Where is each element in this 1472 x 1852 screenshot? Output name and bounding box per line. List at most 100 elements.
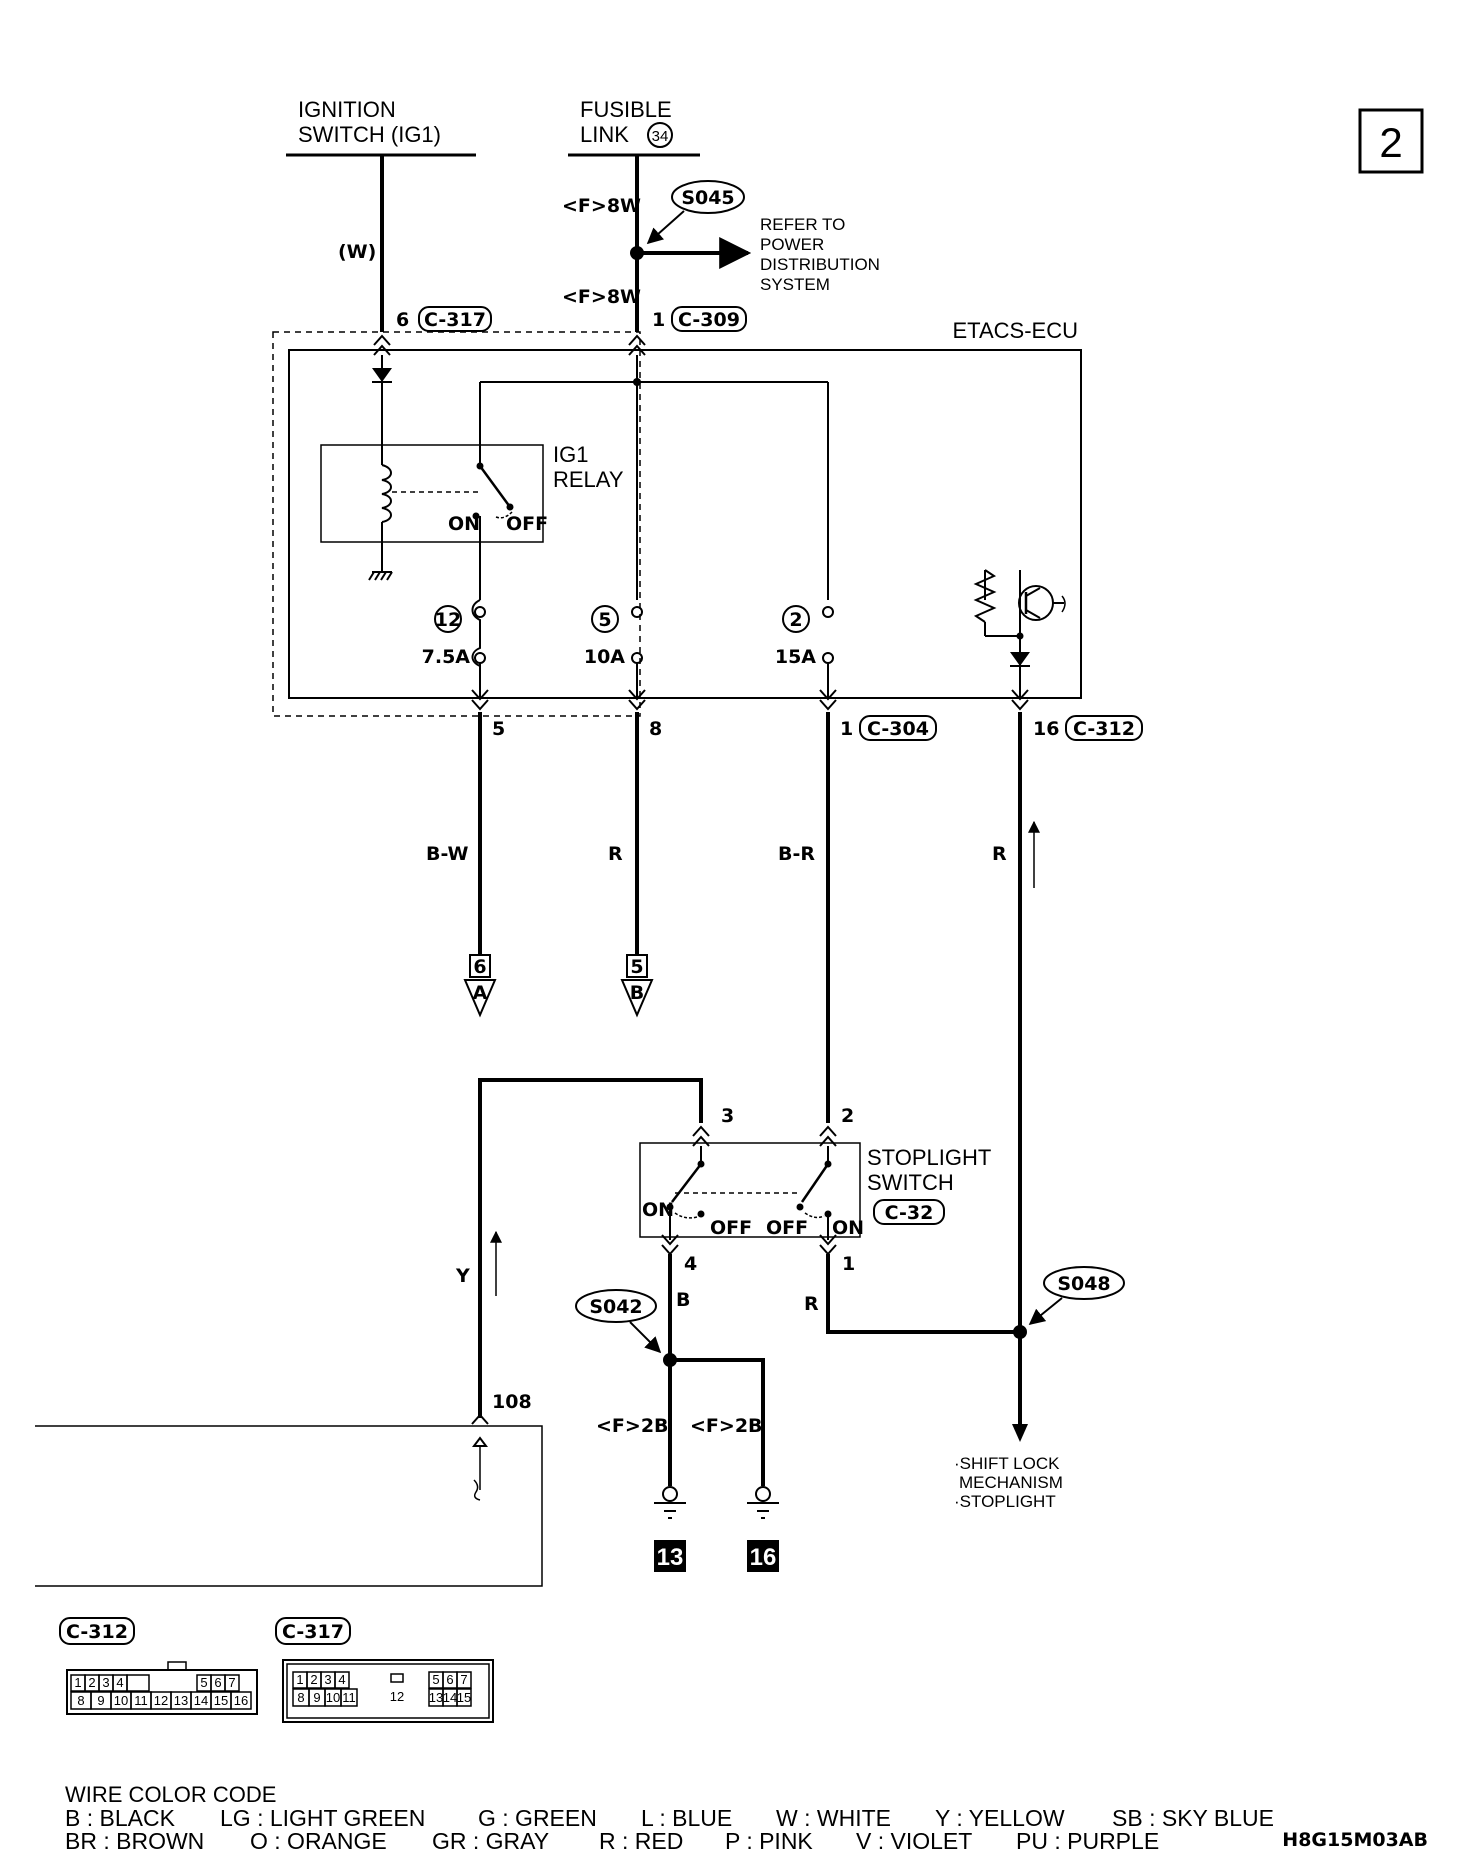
wire-color-br: B-R [778,843,815,865]
c317-pin: 5 [432,1672,439,1687]
fusible-link-source: FUSIBLE LINK 34 [568,97,700,157]
c309-label: C-309 [678,309,740,331]
pin-8: 8 [649,718,662,740]
wire-color-r1: R [608,843,623,865]
c312-pin: 1 [74,1675,81,1690]
wire-f8w-top: <F>8W [562,195,641,217]
c312-pin: 3 [102,1675,109,1690]
c312-pin: 15 [214,1693,228,1708]
relay-label-1: IG1 [553,442,588,467]
c312-pin: 10 [114,1693,128,1708]
ground-16-label: 16 [750,1544,777,1571]
ecu-dashed-outline [272,331,641,717]
c312-pin: 7 [228,1675,235,1690]
c312-pin: 11 [134,1693,148,1708]
fuse-12-number: 12 [435,609,461,631]
c317-pin: 9 [313,1690,320,1705]
stoplight-label-2: SWITCH [867,1170,954,1195]
splice-s042-bubble [575,1289,657,1323]
fuse-5-number: 5 [598,609,611,631]
c317-pin: 15 [457,1690,471,1705]
c312-pin: 13 [174,1693,188,1708]
legend-entry: G : GREEN [478,1805,597,1831]
pin-108: 108 [492,1391,532,1413]
c32-label: C-32 [885,1202,934,1224]
fusible-number: 34 [652,128,669,145]
ignition-label-2: SWITCH (IG1) [298,122,441,147]
pin-c309-number: 1 [652,309,665,331]
c317-connector-tag [418,306,492,332]
pin-sw1: 1 [842,1253,855,1275]
splice-s045-label: S045 [681,187,734,209]
ecu-bottom-chevrons [471,689,1029,711]
c304-connector-tag [859,715,937,741]
c312-pin: 4 [116,1675,123,1690]
legend-entry: R : RED [599,1828,683,1852]
splice-s042-label: S042 [589,1296,642,1318]
refer-to-3: DISTRIBUTION [760,255,880,274]
ecu-top-chevrons [373,334,646,356]
c312-connector-tag [1065,715,1143,741]
ignition-switch-source: IGNITION SWITCH (IG1) [286,97,476,157]
legend-entry: V : VIOLET [856,1828,972,1852]
stoplight-label-1: STOPLIGHT [867,1145,991,1170]
pin-sw3: 3 [721,1105,734,1127]
c312-pin: 9 [97,1693,104,1708]
offpage-6a-letter: A [473,982,488,1004]
splice-s045-bubble [671,180,745,214]
c317-pin: 14 [443,1690,457,1705]
legend-entry: W : WHITE [776,1805,891,1831]
shift-lock-1: ·SHIFT LOCK [954,1454,1060,1473]
refer-to-4: SYSTEM [760,275,830,294]
ground-13-label: 13 [657,1544,684,1571]
c309-connector-tag [671,306,747,332]
wire-color-b: B [676,1289,690,1311]
fuse-2-number: 2 [789,609,802,631]
refer-to-2: POWER [760,235,824,254]
relay-coil [381,464,392,523]
partial-module-box [35,1425,543,1587]
relay-on-contact [472,512,480,520]
legend-title: WIRE COLOR CODE [65,1782,276,1807]
wire-color-bw: B-W [426,843,469,865]
fusible-label-1: FUSIBLE [580,97,672,122]
fuse-2-rating: 15A [775,646,816,668]
stoplight-on-left: ON [642,1199,674,1221]
c312-pin: 14 [194,1693,208,1708]
fuse-5-rating: 10A [584,646,625,668]
offpage-5b-letter: B [630,982,644,1004]
relay-label-2: RELAY [553,467,624,492]
pin-5: 5 [492,718,505,740]
relay-on-label: ON [448,513,480,535]
c312-pin: 16 [234,1693,248,1708]
legend-entry: SB : SKY BLUE [1112,1805,1274,1831]
c304-label: C-304 [867,718,929,740]
c317-pin: 6 [446,1672,453,1687]
splice-s048-dot [1013,1325,1027,1339]
offpage-6a-number: 6 [473,956,486,978]
legend-entry: P : PINK [725,1828,813,1852]
c32-connector-tag [873,1199,945,1225]
fuse-5: 5 10A [584,605,643,668]
c317-pin: 3 [324,1672,331,1687]
ecu-input-diode [372,368,392,382]
refer-to-1: REFER TO [760,215,845,234]
relay-off-label: OFF [506,513,548,535]
wire-color-y: Y [455,1265,470,1287]
c312-pin: 6 [214,1675,221,1690]
fusible-number-circle [647,122,673,148]
pin-c317-number: 6 [396,309,409,331]
relay-ground-symbol [368,571,393,581]
c317-pin: 13 [429,1690,443,1705]
wire-color-w: (W) [338,241,376,263]
ignition-label-1: IGNITION [298,97,396,122]
ecu-title: ETACS-ECU [953,318,1079,343]
pin-108-chevrons [471,1413,489,1447]
c312-pin: 12 [154,1693,168,1708]
c317-label: C-317 [424,309,486,331]
wire-color-r2: R [992,843,1007,865]
splice-s048-bubble [1043,1266,1125,1300]
stoplight-top-chevrons [692,1125,837,1147]
